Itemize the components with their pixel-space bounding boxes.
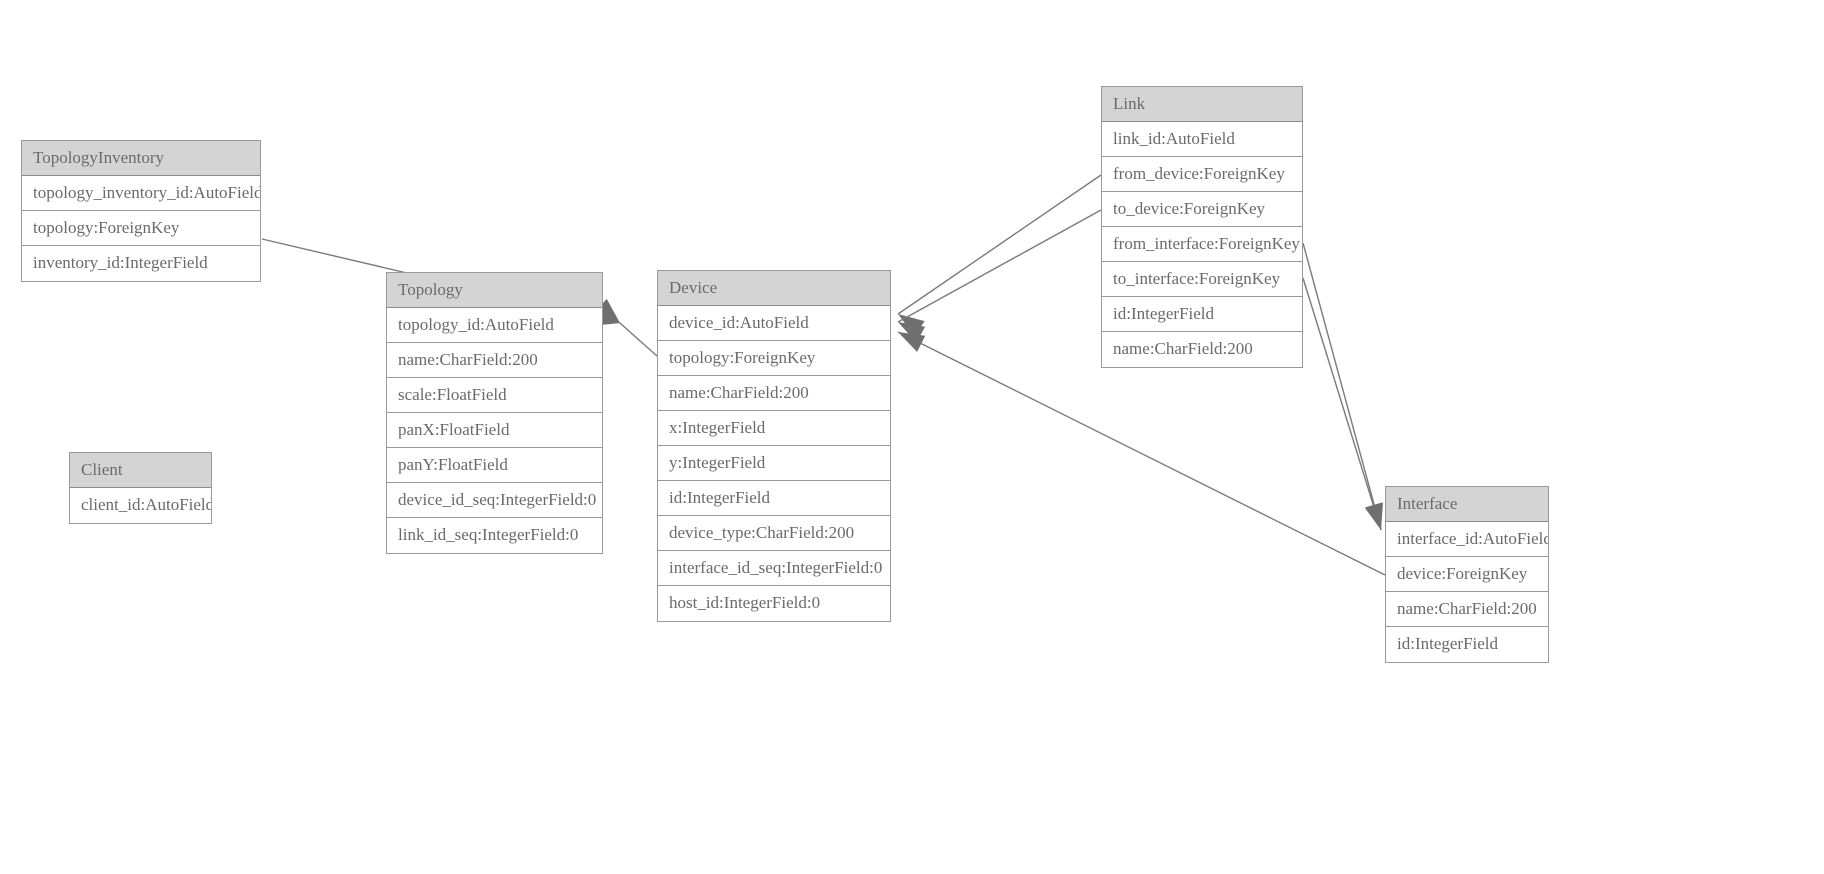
entity-field: device_id_seq:IntegerField:0 (387, 483, 602, 518)
edge-link-from-device (897, 174, 1102, 315)
entity-field: to_device:ForeignKey (1102, 192, 1302, 227)
entity-field: id:IntegerField (1102, 297, 1302, 332)
arrowhead-interface-device (898, 332, 926, 352)
entity-field: client_id:AutoField (81, 495, 211, 514)
entity-client[interactable]: Client client_id:AutoField (69, 452, 212, 524)
entity-title-interface: Interface (1386, 487, 1548, 522)
entity-field: panY:FloatField (387, 448, 602, 483)
entity-field: name:CharField:200 (1386, 592, 1548, 627)
entity-field: from_interface:ForeignKey (1102, 227, 1302, 262)
entity-title-link: Link (1102, 87, 1302, 122)
entity-field: topology:ForeignKey (658, 341, 890, 376)
entity-field: device:ForeignKey (1386, 557, 1548, 592)
entity-field: link_id:AutoField (1102, 122, 1302, 157)
entity-title-device: Device (658, 271, 890, 306)
entity-field: topology_inventory_id:AutoField (22, 176, 260, 211)
edge-link-from-interface (1302, 242, 1382, 531)
entity-field: interface_id_seq:IntegerField:0 (658, 551, 890, 586)
arrowhead-link-from-device (898, 314, 925, 337)
entity-field: id:IntegerField (658, 481, 890, 516)
entity-field: name:CharField:200 (387, 343, 602, 378)
entity-field: name:CharField:200 (658, 376, 890, 411)
entity-field: scale:FloatField (387, 378, 602, 413)
entity-field: name:CharField:200 (1113, 339, 1253, 358)
entity-field: link_id_seq:IntegerField:0 (398, 525, 579, 544)
entity-field: id:IntegerField (1397, 634, 1499, 653)
entity-field: device_id:AutoField (658, 306, 890, 341)
edge-interface-device (897, 331, 1386, 576)
edge-link-to-interface (1302, 277, 1382, 531)
entity-field: y:IntegerField (658, 446, 890, 481)
entity-field: device_type:CharField:200 (658, 516, 890, 551)
edge-device-topology (619, 322, 658, 357)
entity-field: x:IntegerField (658, 411, 890, 446)
entity-field: to_interface:ForeignKey (1102, 262, 1302, 297)
entity-field: host_id:IntegerField:0 (669, 593, 821, 612)
entity-field: panX:FloatField (387, 413, 602, 448)
entity-field: topology:ForeignKey (22, 211, 260, 246)
entity-title-client: Client (70, 453, 211, 488)
entity-field: from_device:ForeignKey (1102, 157, 1302, 192)
entity-field: interface_id:AutoField (1386, 522, 1548, 557)
entity-title-topology_inventory: TopologyInventory (22, 141, 260, 176)
entity-field: topology_id:AutoField (387, 308, 602, 343)
entity-title-topology: Topology (387, 273, 602, 308)
entity-field: inventory_id:IntegerField (33, 253, 208, 272)
arrowhead-link-to-device (898, 322, 926, 343)
edge-link-to-device (897, 209, 1102, 323)
